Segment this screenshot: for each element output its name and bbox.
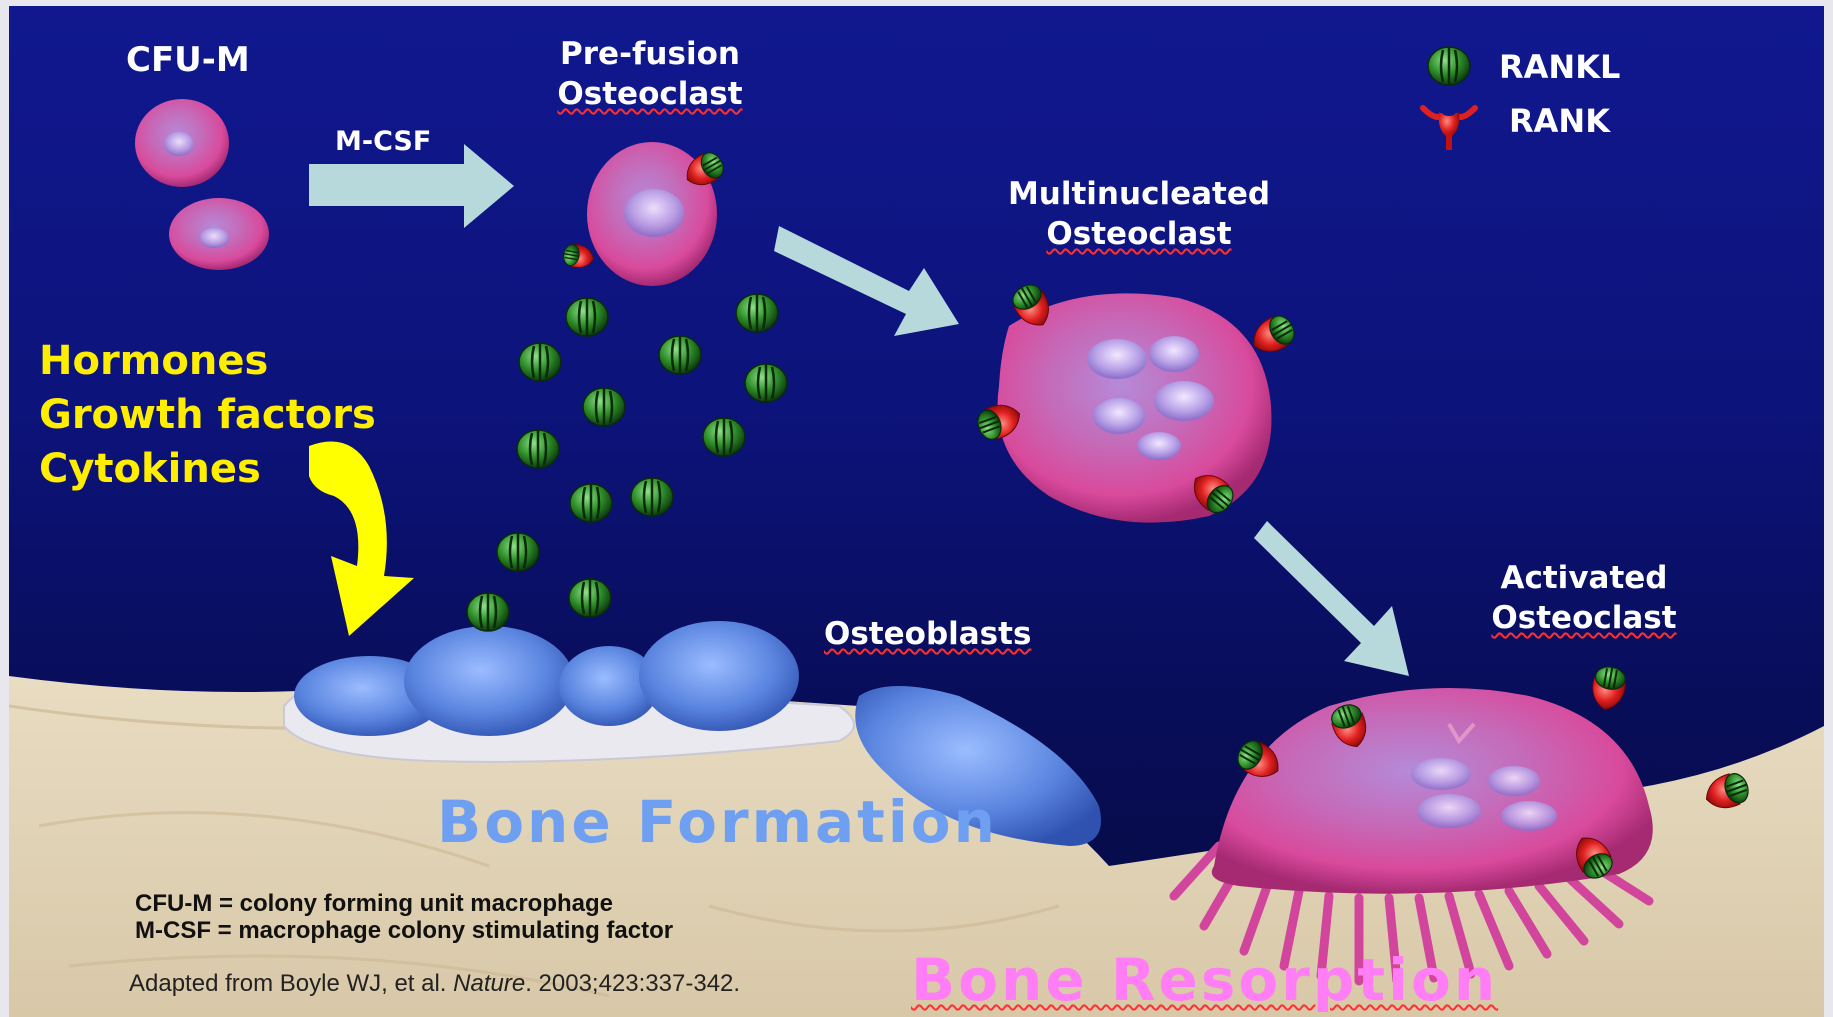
citation-prefix: Adapted from Boyle WJ, et al. — [129, 970, 446, 997]
multinucleated-label-line1: Multinucleated — [999, 174, 1279, 214]
factor-hormones: Hormones — [39, 334, 376, 388]
cfu-m-cells — [135, 99, 269, 270]
diagram-slide: CFU-M M-CSF Pre-fusion Osteoclast Multin… — [9, 6, 1824, 1017]
cfu-m-label: CFU-M — [126, 40, 250, 80]
prefusion-osteoclast-label: Pre-fusion Osteoclast — [540, 34, 760, 114]
citation-suffix: . 2003;423:337-342. — [525, 970, 740, 997]
activation-arrow — [1254, 521, 1409, 676]
abbrev-cfu-m: CFU-M = colony forming unit macrophage — [135, 890, 673, 917]
m-csf-label: M-CSF — [335, 126, 431, 157]
fusion-arrow — [774, 226, 959, 336]
prefusion-label-line1: Pre-fusion — [540, 34, 760, 74]
abbreviation-notes: CFU-M = colony forming unit macrophage M… — [135, 890, 673, 944]
rankl-molecules — [467, 294, 787, 631]
factor-growth-factors: Growth factors — [39, 388, 376, 442]
citation-journal: Nature — [453, 970, 525, 997]
prefusion-label-line2: Osteoclast — [540, 74, 760, 114]
multinucleated-osteoclast — [974, 279, 1300, 522]
factor-cytokines: Cytokines — [39, 442, 376, 496]
abbrev-m-csf: M-CSF = macrophage colony stimulating fa… — [135, 917, 673, 944]
multinucleated-label-line2: Osteoclast — [999, 214, 1279, 254]
regulatory-factors-list: Hormones Growth factors Cytokines — [39, 334, 376, 496]
rank-legend-label: RANK — [1509, 102, 1610, 140]
activated-label-line2: Osteoclast — [1469, 598, 1699, 638]
rank-legend-icon — [1423, 108, 1475, 150]
bone-formation-label: Bone Formation — [437, 788, 998, 856]
activated-label-line1: Activated — [1469, 558, 1699, 598]
multinucleated-osteoclast-label: Multinucleated Osteoclast — [999, 174, 1279, 254]
osteoblasts-label: Osteoblasts — [824, 616, 1031, 652]
activated-osteoclast-label: Activated Osteoclast — [1469, 558, 1699, 638]
diagram-graphics — [9, 6, 1824, 1017]
rankl-legend-label: RANKL — [1499, 48, 1620, 86]
rankl-legend-icon — [1428, 47, 1470, 85]
bone-resorption-label: Bone Resorption — [911, 946, 1498, 1014]
citation: Adapted from Boyle WJ, et al. Nature. 20… — [129, 970, 740, 998]
prefusion-osteoclast — [562, 142, 728, 286]
